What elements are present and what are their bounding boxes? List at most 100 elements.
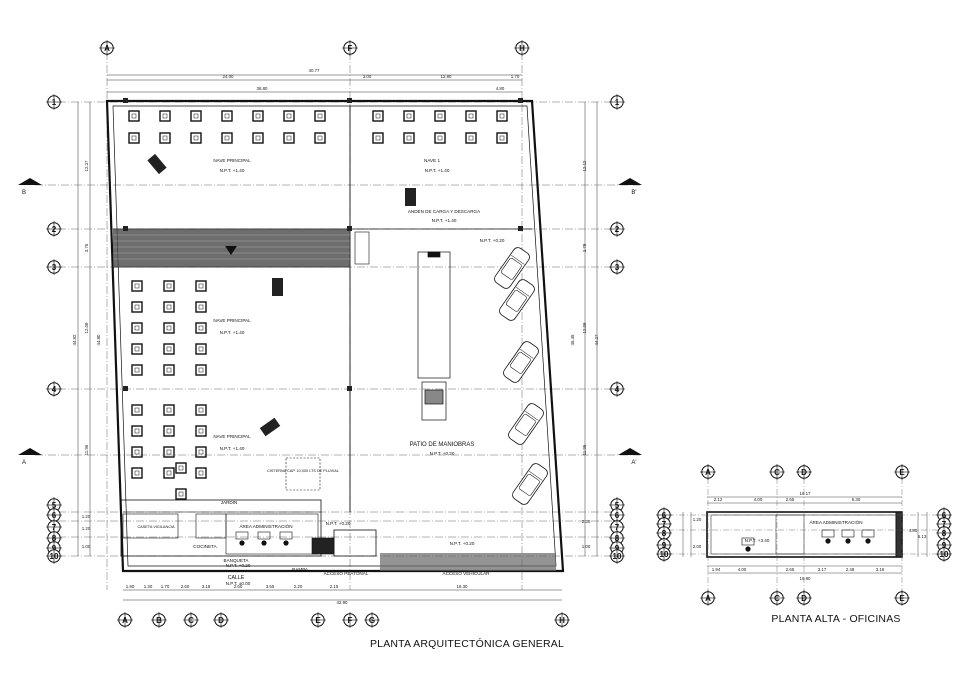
axis-bubble-right-label: 4 bbox=[615, 385, 620, 394]
small-axis-bubble-right-label: 10 bbox=[940, 550, 949, 559]
axis-bubble-left-label: 3 bbox=[52, 263, 57, 272]
axis-bubble-left-label: 7 bbox=[52, 523, 57, 532]
dimension-label: 2.60 bbox=[234, 584, 243, 589]
dimension-label: 12.37 bbox=[84, 160, 89, 172]
small-axis-bubble-top-label: D bbox=[801, 468, 807, 477]
small-axis-bubble-top-label: C bbox=[774, 468, 780, 477]
level-patio-top: N.P.T. +0.20 bbox=[480, 238, 505, 243]
dimension-label: 1.70 bbox=[511, 74, 520, 79]
small-axis-bubble-left-label: 7 bbox=[662, 520, 667, 529]
level-admin: N.P.T. +0.20 bbox=[326, 521, 351, 526]
dimension-label: 44.82 bbox=[72, 334, 77, 346]
desk bbox=[257, 531, 271, 546]
dimension-label: 2.00 bbox=[693, 544, 702, 549]
axis-bubble-top: A bbox=[99, 40, 115, 56]
level-nave-2: N.P.T. +1.40 bbox=[220, 330, 245, 335]
label-nave-principal-1: NAVE PRINCIPAL bbox=[213, 158, 251, 163]
rack-unit bbox=[496, 132, 508, 144]
dimension-label: 2.65 bbox=[786, 497, 795, 502]
dimension-label: 1.20 bbox=[82, 526, 91, 531]
dimension-label: 1.20 bbox=[82, 514, 91, 519]
axis-bubble-left-label: 10 bbox=[50, 552, 59, 561]
axis-bubble-bottom-label: A bbox=[122, 616, 128, 625]
rack-unit bbox=[190, 110, 202, 122]
small-axis-bubble-bottom-label: A bbox=[705, 594, 711, 603]
rack-unit bbox=[434, 132, 446, 144]
dimension-label: 1.00 bbox=[82, 544, 91, 549]
small-axis-bubble-bottom-label: C bbox=[774, 594, 780, 603]
axis-bubble-right: 6 bbox=[609, 507, 625, 523]
label-banqueta: BANQUETA bbox=[224, 558, 250, 563]
axis-bubble-bottom-label: H bbox=[559, 616, 565, 625]
dimension-label: 2.60 bbox=[181, 584, 190, 589]
dimension-label: 3.78 bbox=[582, 243, 587, 252]
rack-unit bbox=[159, 110, 171, 122]
dimension-label: 42.90 bbox=[337, 600, 349, 605]
axis-bubble-right-label: 5 bbox=[615, 501, 620, 510]
axis-bubble-bottom-label: D bbox=[218, 616, 224, 625]
desk bbox=[235, 531, 249, 546]
small-axis-bubble-bottom: C bbox=[769, 590, 785, 606]
axis-bubble-left-label: 4 bbox=[52, 385, 57, 394]
rack-unit bbox=[195, 467, 207, 479]
rack-unit bbox=[403, 132, 415, 144]
rack-unit bbox=[131, 446, 143, 458]
axis-bubble-right-label: 2 bbox=[615, 225, 620, 234]
rack-unit bbox=[465, 110, 477, 122]
room-labels: NAVE PRINCIPAL N.P.T. +1.40 NAVE 1 N.P.T… bbox=[137, 158, 862, 586]
dimension-label: 3.17 bbox=[818, 567, 827, 572]
small-axis-gridlines bbox=[668, 478, 940, 596]
rack-unit bbox=[195, 364, 207, 376]
dimension-label: 3.76 bbox=[84, 243, 89, 252]
axis-bubble-right-label: 3 bbox=[615, 263, 620, 272]
label-cocineta: COCINETA bbox=[193, 544, 217, 549]
label-calle: CALLE bbox=[228, 575, 245, 581]
dimension-label: 2.30 bbox=[582, 519, 591, 524]
storage-racks bbox=[128, 110, 508, 500]
dimension-label: 2.48 bbox=[846, 567, 855, 572]
small-axis-bubble-right-label: 6 bbox=[942, 511, 947, 520]
small-axis-bubble-top-label: E bbox=[899, 468, 905, 477]
rack-unit bbox=[195, 280, 207, 292]
rack-unit bbox=[128, 110, 140, 122]
dimension-label: 44.80 bbox=[96, 334, 101, 346]
axis-bubble-left: 4 bbox=[46, 381, 62, 397]
truck-trailer bbox=[417, 251, 451, 421]
dimension-label: 4.00 bbox=[754, 497, 763, 502]
rack-unit bbox=[221, 132, 233, 144]
level-banqueta: N.P.T. +0.20 bbox=[226, 563, 251, 568]
rack-unit bbox=[131, 467, 143, 479]
rack-unit bbox=[163, 322, 175, 334]
rack-unit bbox=[163, 467, 175, 479]
axis-bubble-left: 1 bbox=[46, 94, 62, 110]
dimension-lines-main bbox=[77, 74, 598, 601]
desk bbox=[821, 529, 835, 544]
dimension-label: 3.55 bbox=[266, 584, 275, 589]
axis-bubble-left: 2 bbox=[46, 221, 62, 237]
small-axis-bubble-right-label: 7 bbox=[942, 520, 947, 529]
section-label: A bbox=[22, 460, 26, 466]
rack-unit bbox=[195, 404, 207, 416]
axis-bubble-right: 5 bbox=[609, 497, 625, 513]
dimension-label: 2.65 bbox=[786, 567, 795, 572]
dimension-label: 3.18 bbox=[202, 584, 211, 589]
level-nave-3: N.P.T. +1.40 bbox=[220, 446, 245, 451]
level-anden: N.P.T. +1.40 bbox=[432, 218, 457, 223]
axis-bubble-bottom-label: E bbox=[315, 616, 321, 625]
dimension-label: 3.16 bbox=[876, 567, 885, 572]
dimension-label: 2.15 bbox=[330, 584, 339, 589]
dimension-label: 45.45 bbox=[570, 334, 575, 346]
rack-unit bbox=[131, 280, 143, 292]
axis-bubble-top-label: H bbox=[519, 44, 525, 53]
rack-unit bbox=[252, 132, 264, 144]
dimension-label: 11.96 bbox=[84, 444, 89, 455]
small-axis-bubble-left-label: 6 bbox=[662, 511, 667, 520]
axis-bubble-bottom: E bbox=[310, 612, 326, 628]
label-area-admin: ÁREA ADMINISTRACIÓN bbox=[239, 523, 292, 529]
access-ramp-hatch bbox=[380, 553, 556, 571]
small-axis-bubble-left-label: 9 bbox=[662, 541, 667, 550]
level-alta: N.P.T. +3.40 bbox=[745, 538, 770, 543]
axis-bubble-bottom-label: F bbox=[348, 616, 353, 625]
axis-bubble-right: 1 bbox=[609, 94, 625, 110]
